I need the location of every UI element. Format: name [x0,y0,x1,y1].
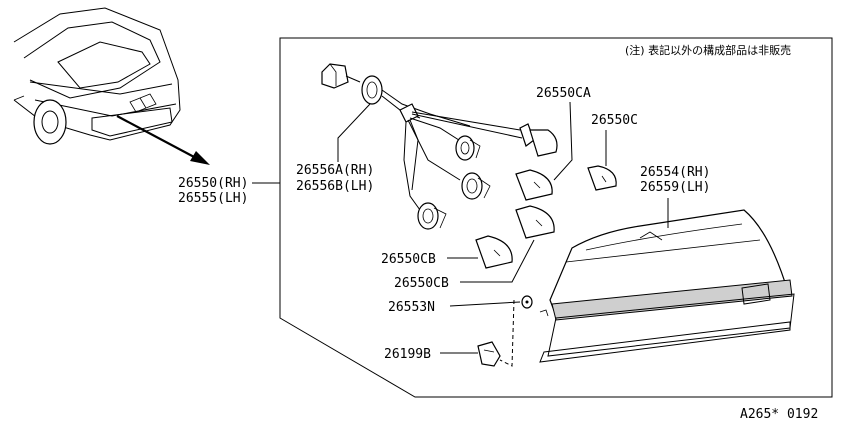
bulb-label-c: 26550C [591,113,638,128]
lens-label-rh: 26554(RH) [640,165,710,180]
assembly-label-lh: 26555(LH) [178,191,248,206]
bulb-label-cb-1: 26550CB [381,252,436,267]
dashed-bracket [499,299,515,367]
clip-label: 26199B [384,347,431,362]
harness-leader [337,103,371,162]
pointer-arrow [116,115,210,165]
note-text: (注) 表記以外の構成部品は非販売 [625,43,791,57]
assembly-frame [279,37,833,398]
bulb-label-cb-2: 26550CB [394,276,449,291]
diagram-code: A265* 0192 [740,407,818,422]
bulb-label-ca: 26550CA [536,86,591,101]
wire-harness [321,63,558,230]
car-rear-illustration [13,7,181,145]
harness-label-lh: 26556B(LH) [296,179,374,194]
tail-lamp-lens [539,209,795,363]
clip-part [477,341,501,367]
harness-label-rh: 26556A(RH) [296,163,374,178]
washer-leader [449,301,521,307]
washer-part [521,295,549,317]
washer-label: 26553N [388,300,435,315]
assembly-label-rh: 26550(RH) [178,176,248,191]
lens-label-lh: 26559(LH) [640,180,710,195]
bulb-cb2-leader [460,239,535,283]
bulb-ca-leader [553,101,573,181]
bulbs [475,165,617,269]
